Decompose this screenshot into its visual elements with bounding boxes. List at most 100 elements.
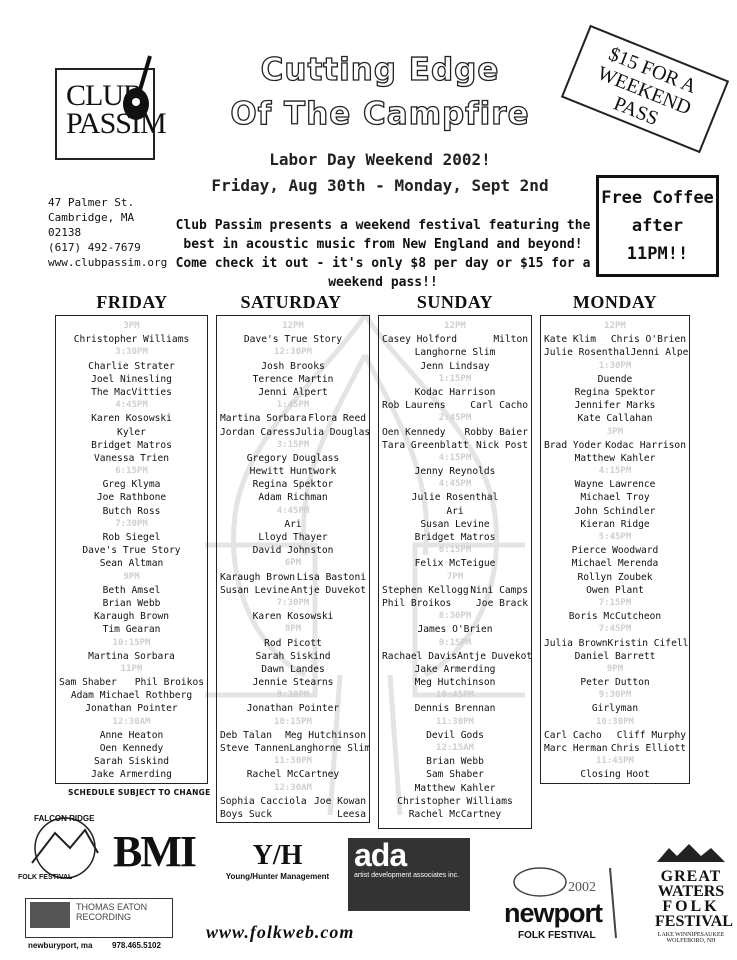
gw-line3: FOLK: [662, 898, 720, 915]
falcon-ridge-emblem: [31, 817, 99, 879]
performer-name: Dave's True Story: [82, 545, 181, 557]
address-street: 47 Palmer St.: [48, 196, 135, 209]
folkweb-url[interactable]: www.folkweb.com: [206, 922, 355, 942]
performer-name: Oen Kennedy: [99, 743, 164, 754]
performer-name: Dawn Landes: [261, 663, 325, 675]
performer-name: Christopher Williams: [73, 334, 190, 346]
performer-name: Owen Plant: [586, 584, 644, 596]
performer-name: Jonathan Pointer: [85, 703, 178, 715]
time-slot: 1:30PM: [598, 360, 632, 371]
performer-name: Bridget Matros: [91, 439, 172, 451]
performer-name: Kate Callahan: [577, 413, 653, 425]
performer-name: Greg Klyma: [102, 479, 161, 491]
performer-name: Michael Troy: [580, 492, 650, 504]
time-slot: 7:30PM: [276, 597, 310, 608]
subtitle-weekend: Labor Day Weekend 2002!: [269, 150, 491, 169]
falcon-ridge-title: FALCON RIDGE: [34, 814, 95, 823]
time-slot: 7:15PM: [598, 597, 632, 608]
falcon-ridge-subtitle: FOLK FESTIVAL: [18, 874, 73, 881]
performer-name: Martina Sorbara: [220, 413, 307, 425]
performer-name: Matthew Kahler: [574, 452, 656, 464]
time-slot: 6:15PM: [438, 545, 472, 556]
thomas-eaton-phone: 978.465.5102: [112, 941, 161, 950]
logo-line2: PASSIM: [66, 107, 167, 140]
performer-name: Susan Levine: [420, 518, 490, 530]
time-slot: 10:15PM: [274, 716, 312, 727]
performer-name: Michael Merenda: [571, 558, 659, 570]
performer-name: Butch Ross: [102, 505, 161, 517]
time-slot: 4:45PM: [276, 505, 310, 516]
time-slot: 10:45PM: [436, 690, 474, 701]
performer-name: Jenn Lindsay: [420, 360, 490, 372]
performer-name: Ari: [446, 505, 464, 517]
performer-name: Susan Levine: [220, 584, 290, 596]
performer-name: Cliff Murphy: [616, 729, 686, 741]
intro-text: Club Passim presents a weekend festival …: [175, 218, 591, 290]
performer-name: Dave's True Story: [243, 334, 343, 346]
time-slot: 12PM: [444, 321, 466, 331]
performer-name: Bridget Matros: [414, 532, 496, 543]
performer-name: Kieran Ridge: [580, 518, 650, 530]
address-website: www.clubpassim.org: [48, 256, 168, 269]
performer-name: Duende: [597, 373, 633, 385]
time-slot: 12PM: [282, 321, 304, 331]
performer-name: Rod Picott: [264, 637, 322, 649]
time-slot: 9:30PM: [276, 690, 310, 701]
time-slot: 4:45PM: [115, 400, 148, 411]
performer-name: Kodac Harrison: [605, 439, 686, 451]
young-hunter-logo: Y/H Young/Hunter Management: [215, 840, 340, 881]
performer-name: Tara Greenblatt: [382, 439, 469, 451]
performer-name: Boys Suck: [220, 808, 272, 820]
campfire-tree-backdrop: [205, 313, 525, 815]
performer-name: Rachel McCartney: [246, 769, 340, 781]
performer-name: Julia Douglass: [295, 426, 369, 438]
performer-name: Dennis Brennan: [414, 703, 496, 715]
performer-name: Rachel McCartney: [408, 808, 502, 820]
performer-name: Sam Shaber: [59, 677, 117, 689]
newport-guitar-icon: [513, 867, 617, 939]
performer-name: Chris Elliott: [610, 743, 686, 754]
thomas-eaton-name: THOMAS EATON RECORDING: [76, 902, 148, 922]
performer-name: Jennifer Marks: [574, 400, 656, 412]
day-header-friday: FRIDAY: [96, 292, 168, 312]
time-slot: 7PM: [446, 571, 464, 582]
performer-name: Anne Heaton: [99, 729, 164, 741]
performer-name: Lloyd Thayer: [258, 532, 328, 543]
performer-name: Joe Rathbone: [96, 492, 167, 504]
gw-sub1: LAKE WINNIPESAUKEE: [657, 932, 725, 938]
day-header-saturday: SATURDAY: [240, 292, 342, 312]
performer-name: Pierce Woodward: [571, 545, 659, 557]
time-slot: 4:15PM: [598, 466, 632, 477]
bmi-logo: BMI: [113, 827, 197, 876]
performer-name: Kristin Cifelli: [607, 637, 689, 649]
performer-name: The MacVitties: [91, 386, 172, 398]
performer-name: Lisa Bastoni: [296, 571, 366, 583]
performer-name: Rollyn Zoubek: [577, 571, 653, 583]
day-header-monday: MONDAY: [572, 292, 658, 312]
performer-name: Phil Broikos: [382, 597, 452, 609]
time-slot: 1:45PM: [276, 400, 310, 411]
time-slot: 10:30PM: [596, 716, 634, 727]
performer-name: Brian Webb: [426, 756, 484, 768]
time-slot: 11:30PM: [274, 756, 312, 767]
yh-name: Young/Hunter Management: [225, 872, 330, 881]
coffee-line2: after: [631, 216, 684, 236]
performer-name: Nick Post: [476, 439, 528, 451]
performer-name: Jonathan Pointer: [246, 703, 340, 715]
schedule-disclaimer: SCHEDULE SUBJECT TO CHANGE: [68, 788, 211, 797]
performer-name: Jennie Stearns: [252, 677, 334, 689]
performer-name: Sam Shaber: [426, 769, 484, 781]
club-passim-logo-box: [55, 68, 155, 160]
performer-name: Kyler: [117, 426, 146, 438]
subtitle-dates: Friday, Aug 30th - Monday, Sept 2nd: [211, 176, 549, 195]
performer-name: Leesa: [337, 808, 366, 820]
performer-name: Steve Tannen: [220, 743, 290, 754]
